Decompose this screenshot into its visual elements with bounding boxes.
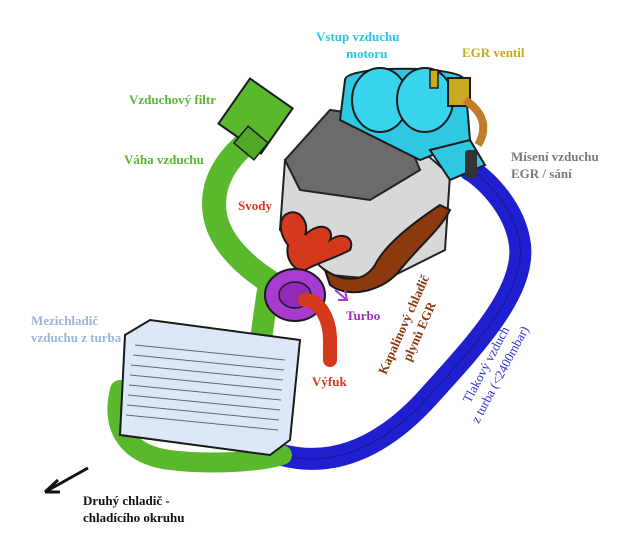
label-air-mass-meter: Váha vzduchu	[124, 152, 204, 167]
second-cooler-arrow	[43, 466, 89, 494]
air-mass-meter	[232, 125, 270, 161]
exhaust-pipe	[298, 293, 337, 367]
label-intercooler: Mezichladič vzduchu z turba	[31, 313, 122, 345]
egr-mixing-ring	[465, 150, 477, 178]
label-air-intake: Vstup vzduchu motoru	[316, 29, 400, 61]
label-second-cooler: Druhý chladič - chladícího okruhu	[83, 493, 185, 525]
pressure-air-pipe	[271, 159, 532, 470]
intercooler-outlet-pipe	[107, 380, 292, 473]
label-exhaust: Výfuk	[312, 374, 347, 389]
label-egr-mixing: Mísení vzduchu EGR / sání	[511, 149, 599, 181]
egr-cooler	[323, 203, 452, 294]
air-filter-pipe	[202, 128, 287, 297]
exhaust-manifolds	[279, 211, 353, 272]
label-egr-valve: EGR ventil	[462, 45, 525, 60]
label-air-filter: Vzduchový filtr	[129, 92, 217, 107]
label-manifolds: Svody	[238, 198, 272, 213]
intercooler	[118, 318, 302, 457]
label-turbo: Turbo	[346, 308, 381, 323]
egr-valve	[429, 69, 488, 148]
